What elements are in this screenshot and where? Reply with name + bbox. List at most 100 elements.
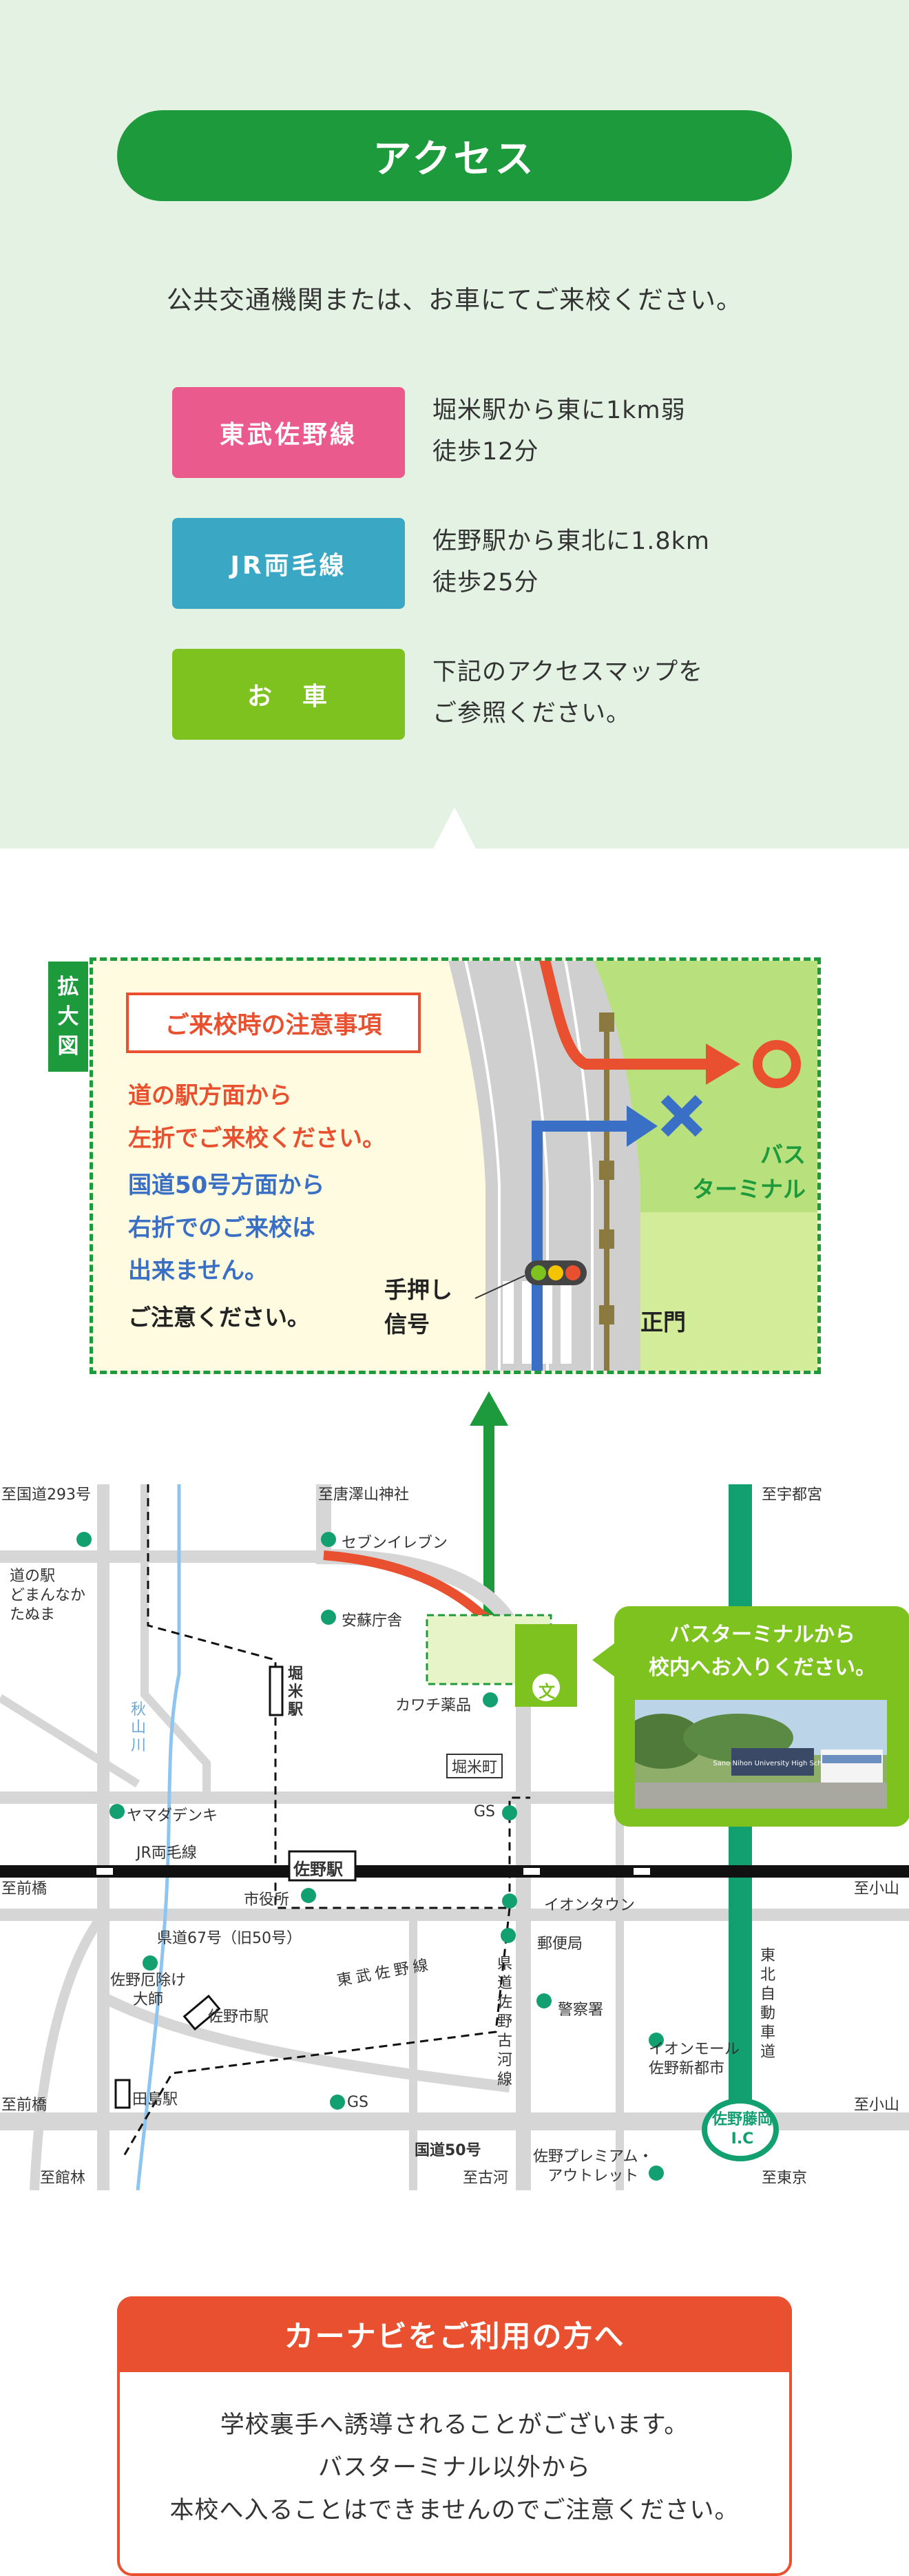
bubble-line: バスターミナルから: [669, 1623, 855, 1647]
notice-line: 左折でご来校ください。: [128, 1125, 386, 1152]
car-navi-line: 本校へ入ることはできませんのでご注意ください。: [169, 2497, 740, 2524]
signal-label: 手押し 信号: [384, 1273, 452, 1342]
label-to-oyama1: 至小山: [854, 1880, 900, 1898]
label-to-maebashi1: 至前橋: [1, 1880, 48, 1898]
label-line: 駅: [288, 1701, 304, 1718]
label-to-maebashi2: 至前橋: [1, 2097, 48, 2114]
label-line: 佐野新都市: [649, 2060, 725, 2077]
notice-line: 右折でのご来校は: [128, 1214, 315, 1242]
label-line: 佐野厄除け: [110, 1972, 187, 1989]
label-jr-ryomo: JR両毛線: [136, 1845, 197, 1862]
route-desc-jr: 佐野駅から東北に1.8km 徒歩25分: [432, 521, 710, 603]
label-line: 野: [497, 2013, 513, 2030]
label-to-oyama2: 至小山: [854, 2097, 900, 2114]
notice-red-text: 道の駅方面から 左折でご来校ください。: [128, 1074, 386, 1160]
notice-black-text: ご注意ください。: [128, 1304, 310, 1331]
bus-terminal-line: バス: [760, 1141, 806, 1168]
label-gs2: GS: [347, 2094, 369, 2111]
label-to-tokyo: 至東京: [762, 2170, 808, 2187]
label-line: アウトレット: [547, 2168, 639, 2185]
zoom-tag-char: 図: [57, 1033, 79, 1059]
zoom-tag-char: 拡: [57, 974, 79, 999]
notice-line: 出来ません。: [128, 1257, 268, 1285]
label-ando: 安蘇庁舎: [342, 1612, 403, 1630]
label-tajima-station: 田島駅: [132, 2091, 178, 2108]
route-desc-line: 堀米駅から東に1km弱: [432, 397, 686, 424]
label-line: 道: [760, 2044, 776, 2061]
label-horigome-town: 堀米町: [446, 1754, 503, 1778]
label-gs1: GS: [474, 1803, 496, 1820]
notice-blue-text: 国道50号方面から 右折でのご来校は 出来ません。: [128, 1164, 324, 1292]
bus-terminal-line: ターミナル: [692, 1176, 806, 1203]
notice-title: ご来校時の注意事項: [126, 993, 421, 1053]
route-desc-line: 下記のアクセスマップを: [432, 658, 704, 686]
label-horigome-station: 堀 米 駅: [288, 1665, 303, 1719]
label-seven: セブンイレブン: [342, 1535, 448, 1552]
notice-line: 国道50号方面から: [128, 1172, 325, 1199]
label-line: たぬま: [10, 1606, 56, 1623]
label-kawachi: カワチ薬品: [395, 1697, 472, 1714]
bus-terminal-photo: Sano Nihon University High School: [635, 1700, 887, 1809]
label-outlet: 佐野プレミアム・ アウトレット: [533, 2148, 653, 2186]
label-kendo67: 県道67号（旧50号）: [157, 1930, 302, 1947]
label-to-tatebayashi: 至館林: [40, 2170, 86, 2187]
label-line: 北: [760, 1966, 776, 1984]
bus-terminal-label: バス ターミナル: [682, 1138, 806, 1207]
label-shiyakusho: 市役所: [244, 1891, 290, 1909]
label-line: 山: [131, 1719, 147, 1736]
label-kokudo50: 国道50号: [415, 2142, 481, 2159]
label-line: 佐野藤岡: [711, 2111, 773, 2128]
label-line: 道の駅: [10, 1568, 56, 1585]
label-line: 道: [497, 1975, 513, 1992]
signal-label-line: 信号: [384, 1311, 430, 1338]
label-line: 佐野プレミアム・: [533, 2148, 654, 2165]
bubble-text: バスターミナルから 校内へお入りください。: [614, 1619, 909, 1685]
bubble-line: 校内へお入りください。: [649, 1656, 876, 1680]
label-line: 動: [760, 2005, 776, 2022]
label-yamada: ヤマダデンキ: [127, 1807, 218, 1825]
route-tag-jr: JR両毛線: [172, 518, 405, 609]
zoom-arrow: [470, 1391, 508, 1631]
label-sano-shi-station: 佐野市駅: [208, 2008, 269, 2026]
label-to-route293: 至国道293号: [1, 1486, 91, 1504]
label-line: 堀: [288, 1665, 304, 1683]
label-line: 東: [760, 1947, 776, 1964]
photo-sign-text: Sano Nihon University High School: [713, 1760, 832, 1767]
school-mark-icon: 文: [539, 1682, 555, 1701]
route-desc-line: 徒歩25分: [432, 569, 539, 596]
label-michinoeki: 道の駅 どまんなか たぬま: [10, 1567, 85, 1625]
route-desc-line: 佐野駅から東北に1.8km: [432, 528, 711, 555]
route-desc-line: ご参照ください。: [432, 700, 631, 727]
zoom-tag: 拡 大 図: [48, 962, 88, 1072]
label-sano-fujioka-ic: 佐野藤岡 I.C: [704, 2110, 781, 2149]
zoom-tag-char: 大: [57, 1004, 79, 1029]
label-line: I.C: [731, 2130, 754, 2148]
label-line: イオンモール: [649, 2041, 740, 2058]
label-to-karasawa: 至唐澤山神社: [318, 1486, 410, 1504]
label-to-koga: 至古河: [463, 2170, 509, 2187]
car-navi-line: バスターミナル以外から: [317, 2454, 591, 2482]
section-notch: [432, 807, 477, 850]
car-navi-line: 学校裏手へ誘導されることがございます。: [220, 2411, 689, 2439]
route-desc-car: 下記のアクセスマップを ご参照ください。: [432, 652, 703, 734]
car-navi-title: カーナビをご利用の方へ: [117, 2296, 792, 2372]
label-line: 川: [131, 1737, 147, 1754]
label-line: 古: [497, 2033, 513, 2050]
signal-label-line: 手押し: [384, 1276, 452, 1303]
label-kendo-sano-koga: 県 道 佐 野 古 河 線: [497, 1955, 512, 2090]
access-title: アクセス: [117, 110, 792, 201]
label-sano-station: 佐野駅: [293, 1860, 343, 1879]
label-aeon-mall: イオンモール 佐野新都市: [649, 2040, 740, 2079]
label-line: 車: [760, 2024, 776, 2042]
bubble-pointer: [592, 1639, 620, 1681]
label-yakuyoke: 佐野厄除け 大師: [110, 1971, 186, 2010]
label-line: 佐: [497, 1994, 513, 2011]
route-tag-tobu: 東武佐野線: [172, 387, 405, 478]
label-line: 秋: [131, 1701, 147, 1718]
label-line: 米: [288, 1683, 304, 1701]
area-map: [0, 1484, 909, 2191]
label-line: 自: [760, 1986, 776, 2003]
label-to-utsunomiya: 至宇都宮: [762, 1486, 823, 1504]
label-aeon-town: イオンタウン: [544, 1897, 636, 1914]
access-intro: 公共交通機関または、お車にてご来校ください。: [167, 285, 742, 315]
